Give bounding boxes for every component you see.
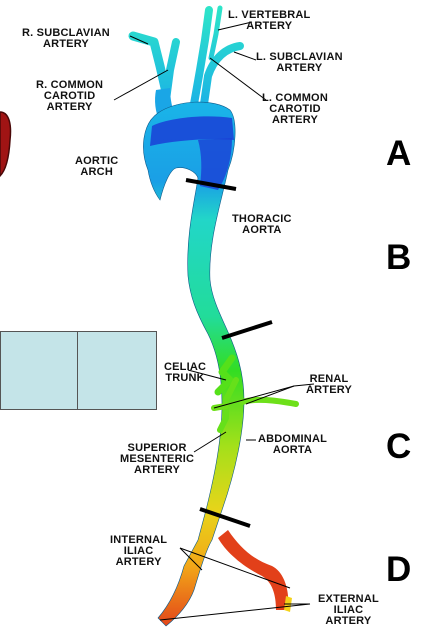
label-superior-mesenteric-artery: SUPERIOR MESENTERIC ARTERY: [120, 443, 194, 476]
label-r-subclavian-artery: R. SUBCLAVIAN ARTERY: [22, 28, 110, 50]
label-l-vertebral-artery: L. VERTEBRAL ARTERY: [228, 10, 310, 32]
r-subclavian-artery-shape: [133, 36, 166, 92]
organ-fragment: [0, 112, 11, 176]
label-internal-iliac-artery: INTERNAL ILIAC ARTERY: [110, 535, 167, 568]
right-external-iliac-shape: [218, 530, 288, 610]
label-celiac-trunk: CELIAC TRUNK: [164, 362, 206, 384]
segment-label-c: C: [386, 427, 411, 467]
segment-label-d: D: [386, 550, 411, 590]
blank-box-left: [0, 331, 78, 410]
l-vertebral-artery-shape: [211, 8, 220, 58]
segment-label-a: A: [386, 134, 411, 174]
label-thoracic-aorta: THORACIC AORTA: [232, 214, 292, 236]
label-abdominal-aorta: ABDOMINAL AORTA: [258, 434, 327, 456]
label-r-common-carotid-artery: R. COMMON CAROTID ARTERY: [36, 80, 103, 113]
renal-artery-right-shape: [242, 400, 296, 404]
label-renal-artery: RENAL ARTERY: [306, 374, 352, 396]
segment-label-b: B: [386, 238, 411, 278]
label-l-common-carotid-artery: L. COMMON CAROTID ARTERY: [262, 93, 328, 126]
label-aortic-arch: AORTIC ARCH: [75, 156, 118, 178]
label-external-iliac-artery: EXTERNAL ILIAC ARTERY: [318, 594, 379, 627]
blank-box-right: [77, 331, 157, 410]
label-l-subclavian-artery: L. SUBCLAVIAN ARTERY: [256, 52, 343, 74]
divider-bc: [222, 322, 272, 338]
